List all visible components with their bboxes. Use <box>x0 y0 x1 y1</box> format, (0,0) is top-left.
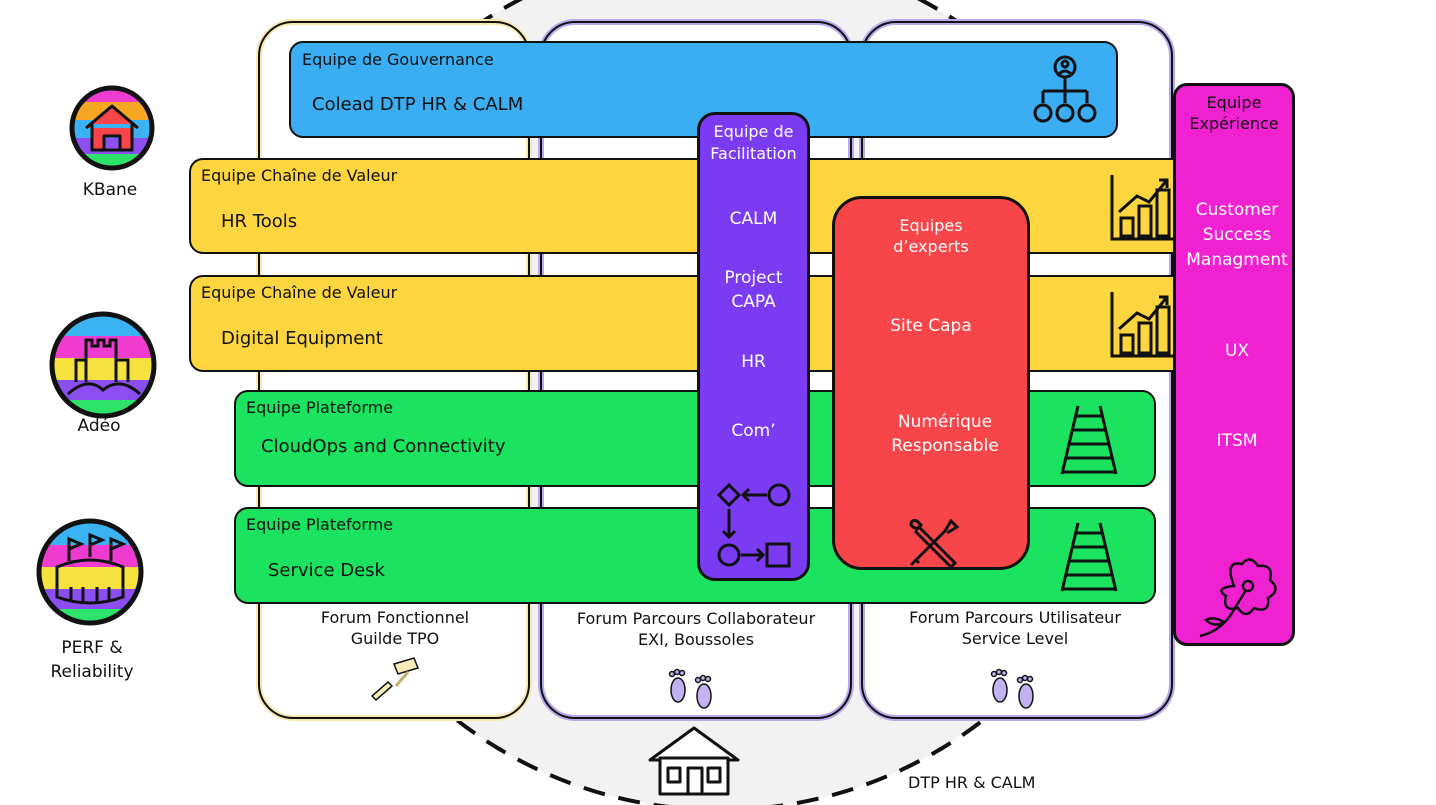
facilitation-item-calm: CALM <box>729 209 778 229</box>
facilitation-item-com: Com’ <box>731 421 776 441</box>
value-chain-band-digital-equipment: Equipe Chaîne de Valeur Digital Equipmen… <box>189 275 1197 372</box>
facilitation-panel: Equipe de Facilitation CALM Project CAPA… <box>697 112 810 581</box>
experts-panel: Equipes d’experts Site Capa Numérique Re… <box>832 196 1030 570</box>
paint-roller-icon <box>370 657 420 702</box>
experience-item-customer-success: Customer Success Managment <box>1186 200 1288 270</box>
governance-name: Colead DTP HR & CALM <box>312 94 524 115</box>
value-chain-name: Digital Equipment <box>221 328 383 349</box>
forum-fonctionnel-label: Forum Fonctionnel Guilde TPO <box>320 608 470 648</box>
value-chain-band-hr-tools: Equipe Chaîne de Valeur HR Tools <box>189 158 1197 254</box>
governance-title: Equipe de Gouvernance <box>302 50 494 69</box>
growth-chart-icon <box>1110 175 1179 241</box>
hibiscus-flower-icon <box>1199 558 1277 638</box>
facilitation-item-hr: HR <box>741 352 766 372</box>
railway-track-icon <box>1060 522 1118 592</box>
forum-parcours-collaborateur-label: Forum Parcours Collaborateur EXI, Bousso… <box>576 609 816 649</box>
platform-name: CloudOps and Connectivity <box>261 436 506 457</box>
facilitation-item-project-capa: Project CAPA <box>724 268 783 312</box>
value-chain-name: HR Tools <box>221 211 298 232</box>
growth-chart-icon <box>1110 292 1179 358</box>
left-label-kbane: KBane <box>82 180 138 200</box>
value-chain-title: Equipe Chaîne de Valeur <box>201 283 398 302</box>
experience-item-ux: UX <box>1224 341 1250 361</box>
footer-label: DTP HR & CALM <box>908 773 1036 792</box>
platform-title: Equipe Plateforme <box>246 515 394 534</box>
railway-track-icon <box>1060 405 1118 475</box>
flow-diagram-icon <box>716 482 791 568</box>
left-label-perf: PERF & Reliability <box>50 638 134 682</box>
org-chart-icon <box>1033 55 1097 123</box>
platform-title: Equipe Plateforme <box>246 398 394 417</box>
experts-title: Equipes d’experts <box>893 216 969 256</box>
facilitation-title: Equipe de Facilitation <box>710 122 797 163</box>
footprints-icon <box>990 668 1034 709</box>
adeo-castle-badge-icon <box>49 311 157 419</box>
footprints-icon <box>668 668 712 709</box>
value-chain-title: Equipe Chaîne de Valeur <box>201 166 398 185</box>
perf-stadium-badge-icon <box>36 518 144 626</box>
house-icon <box>648 726 740 796</box>
forum-parcours-utilisateur-label: Forum Parcours Utilisateur Service Level <box>909 608 1121 648</box>
experts-item-numerique: Numérique Responsable <box>891 412 999 456</box>
tools-icon <box>909 518 960 570</box>
experience-item-itsm: ITSM <box>1216 431 1258 451</box>
experience-panel: Equipe Expérience Customer Success Manag… <box>1173 83 1295 646</box>
experience-title: Equipe Expérience <box>1189 93 1279 133</box>
platform-name: Service Desk <box>268 560 385 581</box>
experts-item-site-capa: Site Capa <box>890 316 972 336</box>
kbane-house-badge-icon <box>69 85 155 171</box>
left-label-adeo: Adéo <box>77 416 121 436</box>
